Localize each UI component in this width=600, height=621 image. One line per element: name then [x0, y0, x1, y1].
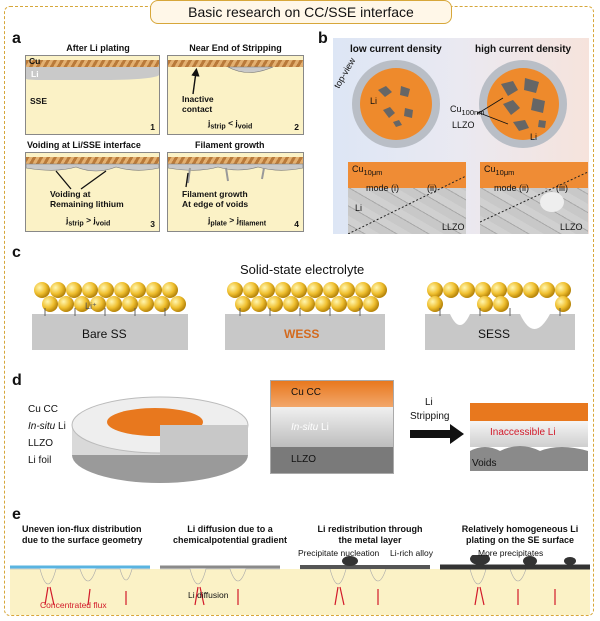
b-high-title: high current density: [475, 44, 572, 55]
b-li-label: Li: [370, 96, 378, 106]
b-li-right-label: Li: [530, 132, 538, 142]
panel-c-label: c: [12, 244, 21, 261]
d-llzo: LLZO: [28, 438, 54, 449]
figure-title: Basic research on CC/SSE interface: [150, 0, 452, 24]
d-inaccessible-li: Inaccessible Li: [490, 427, 556, 438]
e-illustration: [10, 555, 590, 615]
c-bare-ss: Bare SS: [82, 327, 127, 341]
a1-cu-layer: [26, 60, 159, 67]
a4-panel: Filament growth At edge of voids jplate …: [167, 152, 304, 232]
b-llzo-label: LLZO: [452, 120, 475, 130]
b-mode-ii-right: mode (ii): [494, 183, 530, 193]
b-low-title: low current density: [350, 44, 442, 55]
a1-title: After Li plating: [66, 43, 130, 53]
a1-number: 1: [150, 122, 155, 132]
a4-equation: jplate > jfilament: [208, 215, 267, 228]
a3-note1: Voiding at: [50, 189, 91, 199]
d-voids: Voids: [472, 458, 497, 469]
b-mode-iii: (iii): [556, 183, 568, 193]
a2-cu-layer: [168, 60, 303, 67]
c-wess: WESS: [284, 327, 320, 341]
a3-number: 3: [150, 219, 155, 229]
d-zoom-llzo-label: LLZO: [291, 454, 317, 465]
a3-voids: [26, 163, 159, 190]
d-zoom-cu: [271, 381, 393, 407]
e-precip-nucleation: Precipitate nucleation: [298, 548, 380, 558]
d-stripping-arrow: [410, 424, 464, 444]
e-li-diffusion: Li diffusion: [188, 590, 229, 600]
a3-panel: Voiding at Remaining lithium jstrip > jv…: [25, 152, 160, 232]
b-llzo-bottom-right: LLZO: [560, 222, 583, 232]
a4-cu-layer: [168, 157, 303, 164]
a4-number: 4: [294, 219, 299, 229]
b-cu10-left: Cu10μm: [352, 164, 383, 177]
b-discs: [352, 60, 567, 148]
d-cell-schematic: [71, 396, 249, 483]
e-concentrated-flux: Concentrated flux: [40, 600, 107, 610]
b-right-llzo: [480, 188, 588, 234]
b-right-cu: [480, 162, 588, 188]
a2-equation: jstrip < jvoid: [208, 118, 253, 131]
a3-equation: jstrip > jvoid: [66, 215, 111, 228]
a4-filaments: [168, 163, 303, 188]
b-llzo-bottom-left: LLZO: [442, 222, 465, 232]
d-cu-cc: Cu CC: [28, 404, 59, 415]
d-zoom-li: [271, 407, 393, 447]
a1-sse-label: SSE: [30, 96, 48, 106]
a2-note2: contact: [182, 104, 213, 114]
a2-panel: Inactive contact jstrip < jvoid 2: [167, 55, 304, 135]
e-li-rich-alloy: Li-rich alloy: [390, 548, 433, 558]
d-after-cu: [470, 403, 588, 421]
panel-b-label: b: [318, 30, 328, 47]
c-center-title: Solid-state electrolyte: [240, 262, 365, 277]
d-zoom-llzo: [271, 447, 393, 473]
b-li-bottom: Li: [355, 203, 363, 213]
a2-number: 2: [294, 122, 299, 132]
a2-title: Near End of Stripping: [189, 43, 282, 53]
b-left-llzo: [348, 188, 466, 234]
b-mode-ii-left: (ii): [427, 183, 437, 193]
c-sess: SESS: [478, 327, 511, 341]
panel-a-label: a: [12, 30, 21, 47]
b-left-cu: [348, 162, 466, 188]
panel-e-label: e: [12, 506, 21, 523]
a2-li-remnant: [191, 66, 274, 95]
a2-note1: Inactive: [182, 94, 214, 104]
d-zoom-cu-label: Cu CC: [291, 387, 322, 398]
a1-cu-label: Cu: [29, 56, 41, 66]
a1-li-label: Li: [31, 69, 39, 79]
d-after-li: [470, 421, 588, 447]
a3-title: Voiding at Li/SSE interface: [27, 140, 141, 150]
b-section-left: [348, 162, 466, 234]
a1-li-layer: [26, 67, 159, 80]
b-mode-i: mode (i): [366, 183, 400, 193]
d-zoom-box: Cu CC In-situ Li LLZO: [270, 380, 394, 474]
b-cu100-label: Cu100nm: [450, 104, 485, 117]
a3-cu-layer: [26, 157, 159, 164]
d-arrow-label-2: Stripping: [410, 411, 450, 422]
panel-d-label: d: [12, 372, 22, 389]
d-insitu-li: In-situ Li: [28, 421, 66, 432]
c-li-ion: Li⁺: [85, 301, 97, 311]
a3-note2: Remaining lithium: [50, 199, 124, 209]
a1-panel: Cu Li SSE 1: [25, 55, 160, 135]
d-arrow-label-1: Li: [425, 397, 433, 408]
d-zoom-insitu-label: In-situ Li: [291, 422, 329, 433]
a4-title: Filament growth: [195, 140, 265, 150]
b-cu10-right: Cu10μm: [484, 164, 515, 177]
d-after-box: [470, 403, 588, 471]
c-illustration: [32, 282, 575, 350]
e-more-precipitates: More precipitates: [478, 548, 544, 558]
d-li-foil: Li foil: [28, 455, 52, 466]
a4-note2: At edge of voids: [182, 199, 249, 209]
a4-note1: Filament growth: [182, 189, 248, 199]
b-section-right: [480, 162, 588, 234]
